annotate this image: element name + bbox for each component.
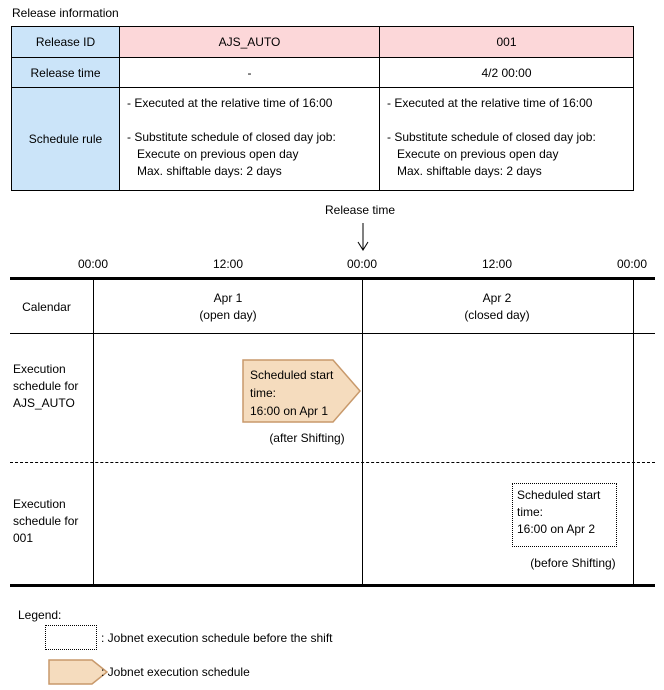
release-id-header: Release ID	[12, 27, 119, 57]
job001-row-label: Execution schedule for 001	[13, 496, 78, 547]
row-label-line: schedule for	[13, 379, 79, 393]
schedule-row-divider	[10, 462, 655, 463]
release-time-pointer-label: Release time	[324, 203, 396, 217]
timeline-bottom-border	[10, 584, 655, 587]
calendar-apr1-type: (open day)	[199, 308, 257, 322]
jobnet-schedule-arrow-shape	[242, 359, 361, 423]
grid-line-day-end	[633, 277, 634, 587]
calendar-apr2-cell: Apr 2 (closed day)	[397, 290, 597, 324]
job001-scheduled-start-box: Scheduled start time: 16:00 on Apr 2	[517, 487, 613, 538]
axis-tick: 00:00	[77, 257, 109, 271]
schedule-rule-line: - Executed at the relative time of 16:00	[387, 96, 593, 110]
row-label-line: schedule for	[13, 514, 79, 528]
schedule-rule-line: Max. shiftable days: 2 days	[137, 164, 282, 178]
row-label-line: Execution	[13, 497, 66, 511]
release-id-value-ajs-auto: AJS_AUTO	[119, 27, 379, 57]
legend-schedule-label: : Jobnet execution schedule	[101, 665, 250, 679]
schedule-rule-line: - Substitute schedule of closed day job:	[387, 130, 596, 144]
figure-title: Release information	[12, 6, 119, 20]
schedule-rule-line: Max. shiftable days: 2 days	[397, 164, 542, 178]
grid-line-day-start	[93, 277, 94, 587]
job001-scheduled-start-box-outline	[512, 483, 617, 547]
legend-title: Legend:	[18, 608, 62, 622]
legend-schedule-swatch	[48, 659, 109, 685]
scheduled-start-line: time:	[517, 505, 544, 519]
release-info-table: Release ID AJS_AUTO 001 Release time - 4…	[11, 26, 634, 191]
release-time-header: Release time	[12, 57, 119, 87]
schedule-rule-line: - Substitute schedule of closed day job:	[127, 130, 336, 144]
scheduled-start-line: 16:00 on Apr 2	[517, 522, 596, 536]
after-shifting-note: (after Shifting)	[269, 431, 345, 445]
schedule-rule-line: Execute on previous open day	[137, 147, 299, 161]
row-label-line: AJS_AUTO	[13, 396, 75, 410]
scheduled-start-line: 16:00 on Apr 1	[250, 404, 329, 418]
calendar-row-divider	[10, 333, 655, 334]
legend-before-shift-label: : Jobnet execution schedule before the s…	[101, 631, 333, 645]
release-id-value-001: 001	[379, 27, 633, 57]
ajs-auto-scheduled-start-box: Scheduled start time: 16:00 on Apr 1	[250, 366, 338, 420]
row-label-line: 001	[13, 531, 34, 545]
calendar-apr2-date: Apr 2	[482, 291, 512, 305]
schedule-rule-001: - Executed at the relative time of 16:00…	[379, 87, 633, 190]
schedule-rule-header: Schedule rule	[12, 87, 119, 190]
calendar-apr1-date: Apr 1	[213, 291, 243, 305]
release-time-down-arrow-icon	[357, 223, 369, 251]
scheduled-start-line: Scheduled start	[250, 368, 334, 382]
calendar-apr1-cell: Apr 1 (open day)	[128, 290, 328, 324]
axis-tick: 00:00	[616, 257, 648, 271]
scheduled-start-line: Scheduled start	[517, 488, 601, 502]
calendar-row-label: Calendar	[22, 300, 71, 314]
grid-line-midnight	[362, 277, 363, 587]
row-label-line: Execution	[13, 362, 66, 376]
ajs-auto-row-label: Execution schedule for AJS_AUTO	[13, 361, 78, 412]
schedule-rule-line: - Executed at the relative time of 16:00	[127, 96, 333, 110]
axis-tick: 12:00	[212, 257, 244, 271]
axis-tick: 12:00	[481, 257, 513, 271]
before-shifting-note: (before Shifting)	[530, 556, 616, 570]
release-time-value-001: 4/2 00:00	[379, 57, 633, 87]
axis-tick: 00:00	[346, 257, 378, 271]
scheduled-start-line: time:	[250, 386, 277, 400]
calendar-apr2-type: (closed day)	[464, 308, 530, 322]
timeline-top-border	[10, 277, 655, 280]
schedule-rule-line: Execute on previous open day	[397, 147, 559, 161]
schedule-rule-ajs-auto: - Executed at the relative time of 16:00…	[119, 87, 379, 190]
release-time-value-ajs-auto: -	[119, 57, 379, 87]
legend-before-shift-swatch	[45, 625, 97, 650]
